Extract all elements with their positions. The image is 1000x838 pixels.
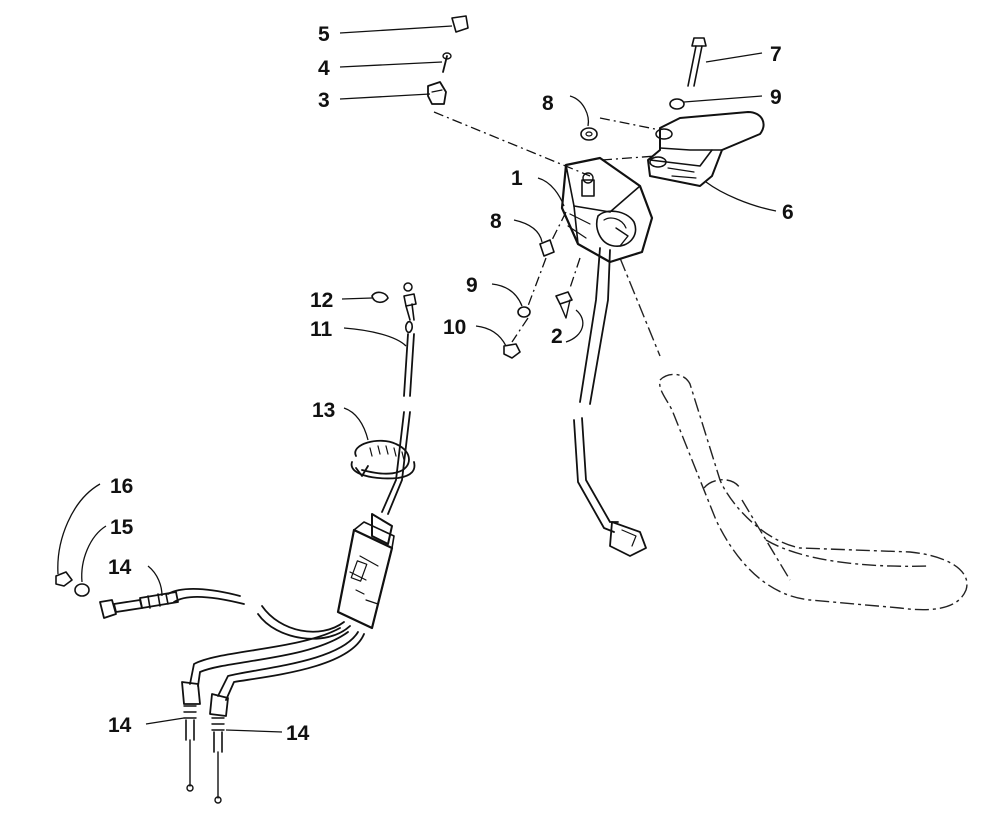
callout-8-lower: 8 bbox=[490, 210, 502, 233]
junction-cables bbox=[167, 588, 365, 701]
callout-7: 7 bbox=[770, 43, 782, 66]
callout-14-right: 14 bbox=[286, 722, 310, 745]
switch-wire bbox=[573, 247, 647, 557]
callout-6: 6 bbox=[782, 201, 794, 224]
clip bbox=[427, 81, 447, 105]
washer bbox=[580, 127, 598, 141]
callout-9: 9 bbox=[770, 86, 782, 109]
alignment-lines bbox=[433, 111, 661, 343]
callout-9-lower: 9 bbox=[466, 274, 478, 297]
cable-cap bbox=[371, 291, 389, 304]
washer bbox=[669, 98, 685, 110]
cable-junction-box bbox=[336, 513, 395, 630]
callout-1: 1 bbox=[511, 167, 523, 190]
lower-cable-end-right bbox=[209, 693, 229, 804]
throttle-lever bbox=[647, 111, 765, 187]
choke-cable-end bbox=[99, 591, 179, 619]
handlebar-outline bbox=[619, 257, 968, 611]
callout-13: 13 bbox=[312, 399, 335, 422]
callout-3: 3 bbox=[318, 89, 330, 112]
callout-11: 11 bbox=[310, 318, 333, 341]
callout-5: 5 bbox=[318, 23, 330, 46]
bushing bbox=[539, 239, 555, 257]
screw bbox=[555, 291, 573, 319]
screw bbox=[442, 52, 452, 73]
callout-14-choke: 14 bbox=[108, 556, 132, 579]
callout-12: 12 bbox=[310, 289, 333, 312]
cap bbox=[451, 15, 469, 33]
bolt bbox=[687, 37, 707, 87]
callout-8: 8 bbox=[542, 92, 554, 115]
nut bbox=[503, 343, 521, 359]
callout-14-left: 14 bbox=[108, 714, 132, 737]
callout-16: 16 bbox=[110, 475, 133, 498]
callout-labels: 5 4 3 7 9 8 1 6 8 9 2 10 12 11 13 16 15 … bbox=[108, 23, 794, 745]
washer bbox=[517, 306, 531, 318]
cable-nut bbox=[55, 571, 73, 587]
leader-lines bbox=[57, 25, 777, 733]
wire-connector bbox=[609, 521, 647, 557]
callout-15: 15 bbox=[110, 516, 134, 539]
throttle-cable bbox=[381, 282, 417, 515]
throttle-housing bbox=[560, 156, 654, 264]
callout-4: 4 bbox=[318, 57, 330, 80]
callout-10: 10 bbox=[443, 316, 466, 339]
callout-2: 2 bbox=[551, 325, 563, 348]
hose-clamp bbox=[350, 439, 416, 480]
cable-washer bbox=[74, 583, 90, 597]
lower-cable-end-left bbox=[181, 681, 201, 792]
